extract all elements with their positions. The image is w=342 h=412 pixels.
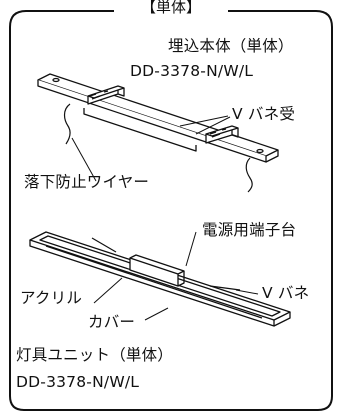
embedded-body-model: DD-3378-N/W/L <box>130 62 254 80</box>
lower-leader-lines <box>93 231 259 321</box>
lighting-unit-drawing <box>29 231 291 327</box>
terminal-block-label: 電源用端子台 <box>202 221 297 239</box>
lighting-unit-model: DD-3378-N/W/L <box>16 373 140 391</box>
drop-wire-label: 落下防止ワイヤー <box>24 173 150 191</box>
lighting-unit-name: 灯具ユニット（単体） <box>16 346 174 364</box>
embedded-body-name: 埋込本体（単体） <box>168 37 294 55</box>
embedded-body-drawing <box>37 73 279 193</box>
frame-title: 【単体】 <box>0 0 342 16</box>
v-spring-label: V バネ <box>262 284 310 302</box>
frame-border <box>9 10 333 411</box>
cover-label: カバー <box>88 313 136 331</box>
v-spring-holder-label: V バネ受 <box>232 105 296 123</box>
acrylic-label: アクリル <box>20 289 83 307</box>
upper-leader-lines <box>71 116 231 182</box>
